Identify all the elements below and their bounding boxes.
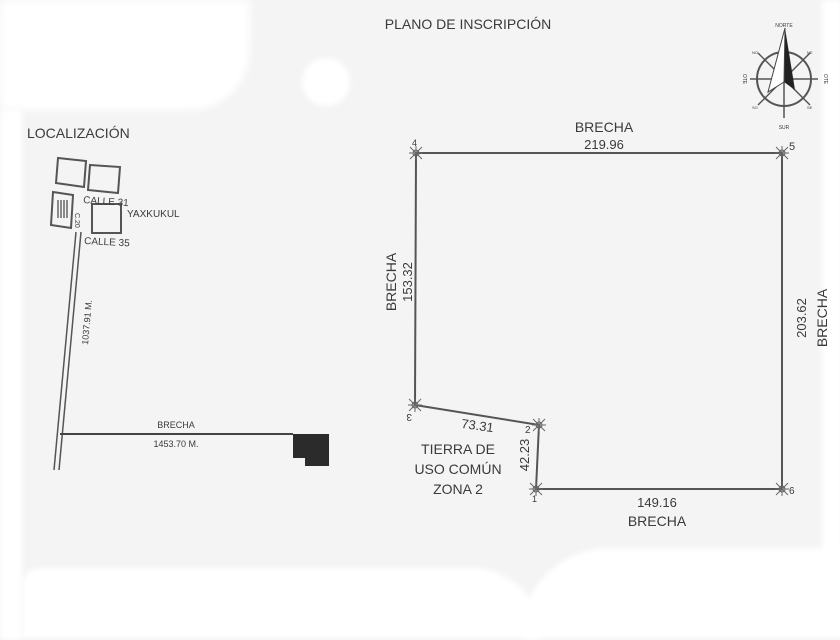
compass-se: SE	[807, 105, 813, 110]
side-5-6-length: 203.62	[794, 298, 809, 338]
brecha-label: BRECHA	[157, 420, 195, 430]
side-2-3-length: 73.31	[460, 416, 494, 435]
side-6-1-boundary: BRECHA	[628, 513, 687, 529]
paper-highlight	[22, 568, 542, 638]
town-block	[54, 156, 88, 189]
vertex-marker	[532, 418, 546, 432]
vertex-label-6: 6	[789, 486, 795, 497]
side-1-2-length: 42.23	[517, 439, 532, 472]
location-map: LOCALIZACIÓN C.20 CALLE 31 YAXKUKUL CALL…	[27, 125, 329, 471]
town-block	[91, 203, 122, 234]
town-block	[49, 190, 75, 230]
access-road	[53, 231, 82, 471]
side-6-1-length: 149.16	[637, 495, 677, 510]
street-label-calle-31: CALLE 31	[83, 195, 130, 209]
vertex-marker	[775, 146, 789, 160]
compass-nw: NO	[752, 50, 758, 55]
vertex-marker	[529, 482, 543, 496]
parcel-plan: 4 5 6 1 2 3 BRECHA 219.96 203.62 BRECHA …	[383, 119, 830, 529]
vertex-label-4: 4	[412, 138, 417, 148]
side-4-5-length: 219.96	[584, 137, 624, 152]
paper-highlight-spot	[302, 58, 350, 106]
paper-edge	[822, 0, 840, 630]
parcel-boundary	[413, 152, 783, 490]
compass-needle-dark	[784, 28, 795, 90]
side-street-label: C.20	[73, 213, 80, 228]
town-blocks	[49, 156, 122, 234]
side-4-5-boundary: BRECHA	[575, 119, 634, 135]
compass-sw: SO	[752, 105, 758, 110]
road-length-label: 1037.91 M.	[80, 299, 94, 345]
compass-east: OTE	[822, 74, 828, 85]
side-5-6-boundary: BRECHA	[814, 288, 830, 347]
vertex-label-2: 2	[525, 425, 531, 436]
town-block	[86, 163, 122, 195]
paper-highlight	[520, 548, 840, 638]
vertex-marker	[409, 146, 423, 160]
compass-west: OTE	[741, 74, 747, 85]
paper-edge	[0, 110, 22, 640]
vertex-label-5: 5	[789, 141, 795, 153]
compass-ne: NE	[807, 50, 813, 55]
compass-north: NORTE	[775, 23, 793, 29]
plan-title: PLANO DE INSCRIPCIÓN	[385, 16, 551, 32]
town-block-hatched	[57, 200, 68, 218]
side-3-4-boundary: BRECHA	[383, 252, 399, 311]
adjacent-land-label-line-3: ZONA 2	[433, 481, 483, 497]
location-heading: LOCALIZACIÓN	[27, 125, 130, 141]
vertex-markers	[408, 146, 789, 496]
town-label: YAXKUKUL	[127, 209, 180, 220]
adjacent-land-label-line-2: USO COMÚN	[414, 461, 501, 477]
vertex-marker	[775, 482, 789, 496]
compass-needle-light	[767, 27, 786, 94]
brecha-length-label: 1453.70 M.	[153, 439, 198, 449]
parcel-location-marker	[293, 434, 329, 466]
vertex-label-3: 3	[406, 411, 412, 422]
compass-south: SUR	[779, 125, 790, 131]
north-arrow-compass: NORTE SUR OTE OTE NE NO SE SO	[741, 23, 828, 131]
vertex-label-1: 1	[532, 494, 537, 504]
street-label-calle-35: CALLE 35	[84, 236, 131, 249]
side-3-4-length: 153.32	[400, 262, 415, 302]
adjacent-land-label-line-1: TIERRA DE	[421, 441, 495, 457]
paper-highlight	[0, 0, 250, 110]
vertex-marker	[408, 398, 422, 412]
